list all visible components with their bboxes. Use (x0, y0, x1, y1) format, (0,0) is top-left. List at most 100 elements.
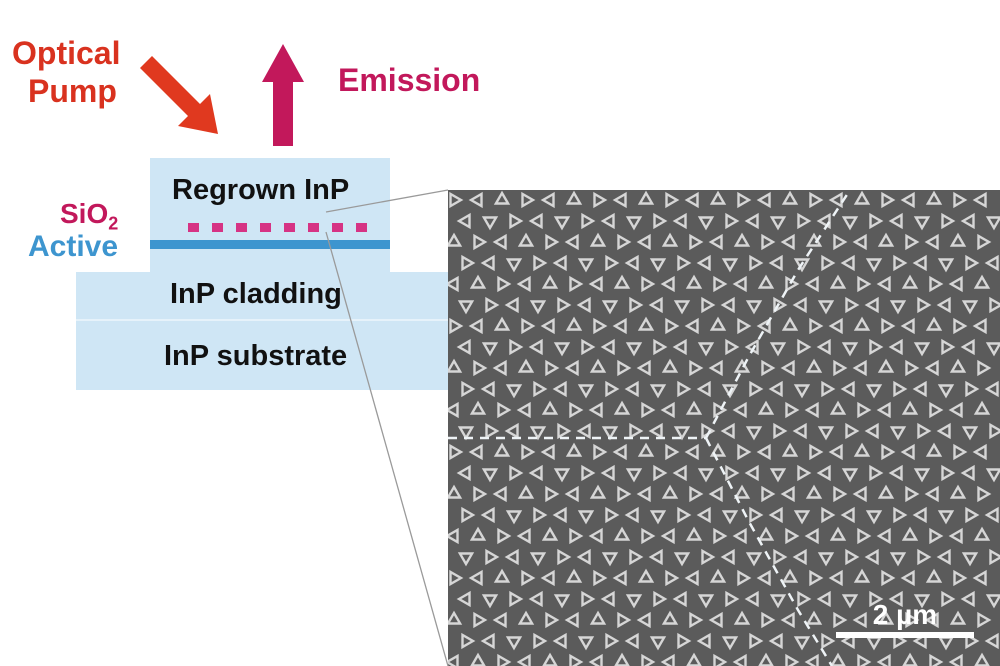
optical-pump-label: Optical Pump (12, 34, 120, 110)
sem-triangle (529, 552, 547, 567)
sem-triangle (793, 510, 811, 525)
sem-triangle (780, 359, 795, 377)
sem-triangle (857, 653, 872, 666)
sem-triangle (673, 552, 691, 567)
sem-triangle (492, 359, 507, 377)
sem-triangle (905, 359, 920, 377)
sem-triangle (509, 338, 524, 356)
sem-triangle (661, 358, 679, 373)
sem-triangle (569, 653, 584, 666)
sem-triangle (481, 216, 499, 231)
sem-triangle (665, 569, 680, 587)
sem-triangle (461, 380, 476, 398)
sem-triangle (689, 233, 704, 251)
sem-triangle (816, 338, 831, 356)
regrown-inp-label: Regrown InP (172, 174, 350, 206)
sem-triangle (985, 594, 1000, 609)
sem-triangle (685, 526, 703, 541)
sem-triangle (725, 464, 740, 482)
sem-triangle (725, 212, 740, 230)
sem-triangle (625, 342, 643, 357)
sem-triangle (468, 443, 483, 461)
sem-triangle (624, 380, 639, 398)
sem-triangle (533, 380, 548, 398)
sem-triangle (804, 275, 819, 293)
sem-triangle (517, 232, 535, 247)
sem-triangle (864, 422, 879, 440)
sem-triangle (637, 190, 655, 205)
sem-triangle (757, 400, 775, 415)
sem-triangle (485, 422, 500, 440)
sem-triangle (552, 254, 567, 272)
sem-triangle (785, 653, 800, 666)
sem-triangle (677, 506, 692, 524)
sem-triangle (833, 359, 848, 377)
sem-triangle (588, 401, 603, 419)
sem-triangle (857, 401, 872, 419)
sem-triangle (732, 527, 747, 545)
sem-triangle (641, 653, 656, 666)
sem-triangle (649, 384, 667, 399)
sem-triangle (912, 380, 927, 398)
sem-triangle (521, 191, 536, 209)
sem-triangle (869, 212, 884, 230)
sem-triangle (917, 548, 932, 566)
sem-triangle (649, 510, 667, 525)
sem-triangle (625, 216, 643, 231)
sem-triangle (629, 548, 644, 566)
sem-triangle (973, 274, 991, 289)
sem-triangle (448, 527, 459, 545)
sem-triangle (865, 258, 883, 273)
sem-triangle (569, 401, 584, 419)
sem-triangle (881, 443, 896, 461)
sem-triangle (965, 380, 980, 398)
sem-triangle (804, 653, 819, 666)
sem-triangle (912, 254, 927, 272)
sem-triangle (829, 526, 847, 541)
sem-triangle (888, 338, 903, 356)
sem-triangle (840, 506, 855, 524)
sem-triangle (845, 296, 860, 314)
sem-triangle (845, 422, 860, 440)
sem-triangle (517, 610, 535, 625)
sem-triangle (841, 342, 859, 357)
sem-triangle (701, 548, 716, 566)
sem-triangle (521, 443, 536, 461)
sem-triangle (985, 468, 1000, 483)
sem-triangle (953, 317, 968, 335)
sem-triangle (828, 443, 843, 461)
sem-triangle (828, 569, 843, 587)
sem-triangle (889, 300, 907, 315)
sem-triangle (793, 384, 811, 399)
sem-triangle (917, 422, 932, 440)
sem-triangle (637, 568, 655, 583)
sem-triangle (473, 611, 488, 629)
sem-triangle (773, 422, 788, 440)
sem-triangle (684, 443, 699, 461)
sem-triangle (577, 258, 595, 273)
sem-triangle (480, 506, 495, 524)
sem-triangle (468, 569, 483, 587)
sem-triangle (509, 590, 524, 608)
sem-triangle (833, 233, 848, 251)
sem-triangle (641, 401, 656, 419)
sem-triangle (660, 275, 675, 293)
sem-triangle (456, 338, 471, 356)
sem-triangle (541, 526, 559, 541)
sem-triangle (617, 359, 632, 377)
sem-triangle (677, 380, 692, 398)
sem-triangle (925, 568, 943, 583)
sem-triangle (888, 212, 903, 230)
sem-triangle (829, 400, 847, 415)
sem-triangle (504, 548, 519, 566)
sem-triangle (661, 610, 679, 625)
optical-pump-line1: Optical (12, 35, 121, 71)
sem-triangle (696, 254, 711, 272)
sem-triangle (841, 468, 859, 483)
sem-triangle (456, 464, 471, 482)
sem-triangle (972, 443, 987, 461)
sem-triangle (605, 506, 620, 524)
sem-triangle (805, 358, 823, 373)
sem-triangle (924, 611, 939, 629)
sem-triangle (948, 653, 963, 666)
